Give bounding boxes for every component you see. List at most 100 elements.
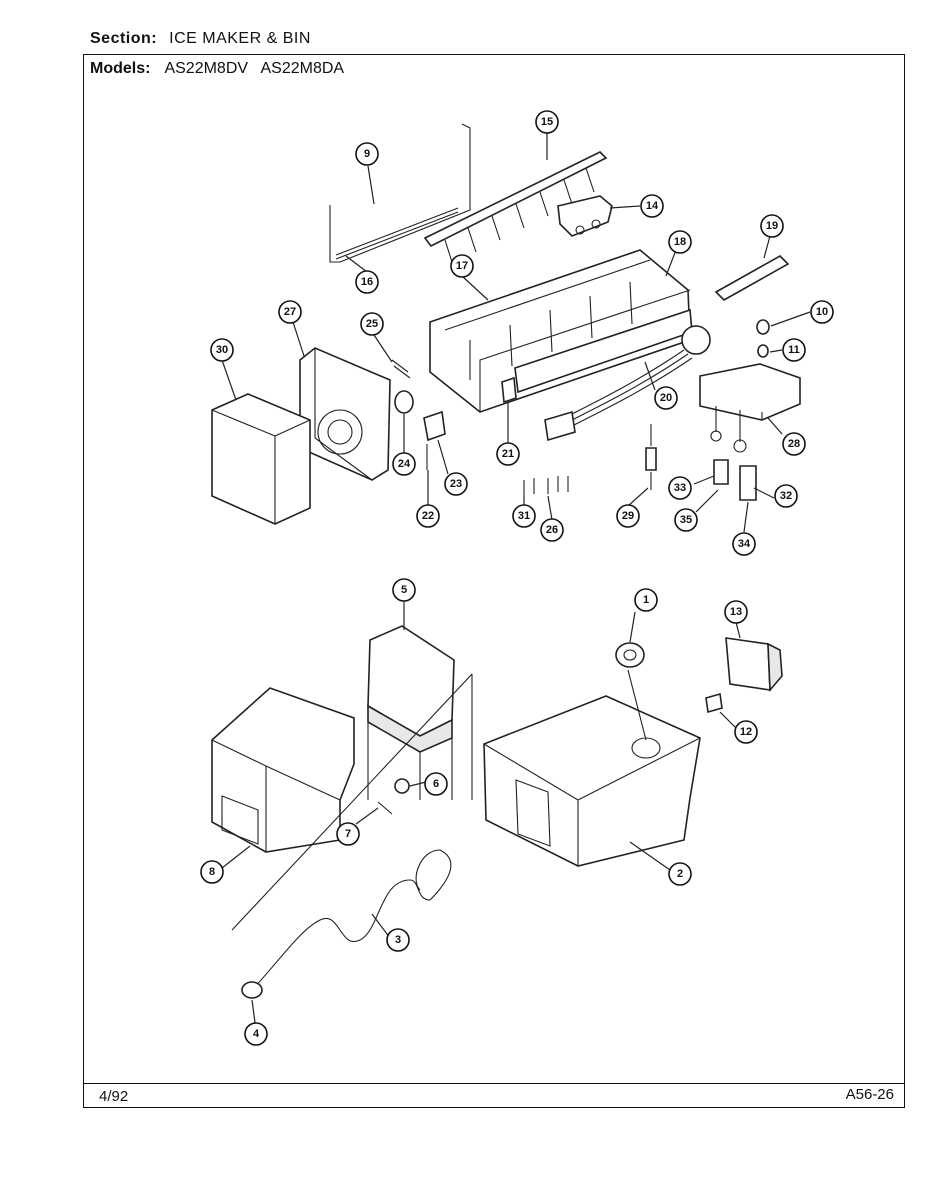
- callout-32: 32: [774, 484, 798, 508]
- svg-text:6: 6: [433, 778, 439, 790]
- svg-text:3: 3: [395, 934, 401, 946]
- svg-text:29: 29: [622, 510, 634, 522]
- svg-text:19: 19: [766, 220, 778, 232]
- callout-34: 34: [732, 532, 756, 556]
- svg-text:28: 28: [788, 438, 800, 450]
- callout-23: 23: [444, 472, 468, 496]
- callout-20: 20: [654, 386, 678, 410]
- callout-30: 30: [210, 338, 234, 362]
- callout-7: 7: [336, 822, 360, 846]
- svg-text:23: 23: [450, 478, 462, 490]
- part-screws: [523, 476, 569, 496]
- callout-26: 26: [540, 518, 564, 542]
- callout-2: 2: [668, 862, 692, 886]
- callout-28: 28: [782, 432, 806, 456]
- models-label: Models:: [90, 60, 151, 77]
- svg-text:2: 2: [677, 868, 683, 880]
- callout-4: 4: [244, 1022, 268, 1046]
- part-coupling: [645, 424, 657, 490]
- svg-text:24: 24: [398, 458, 411, 470]
- callout-10: 10: [810, 300, 834, 324]
- part-front-cover: [211, 687, 355, 853]
- section-title: Section: ICE MAKER & BIN: [90, 30, 311, 48]
- svg-text:10: 10: [816, 306, 828, 318]
- part-switch-bracket: [557, 195, 613, 237]
- svg-text:11: 11: [788, 344, 800, 356]
- models-value: AS22M8DV AS22M8DA: [164, 60, 345, 77]
- svg-text:8: 8: [209, 866, 215, 878]
- svg-text:33: 33: [674, 482, 686, 494]
- callout-5: 5: [392, 578, 416, 602]
- svg-text:4: 4: [253, 1028, 260, 1040]
- callout-31: 31: [512, 504, 536, 528]
- footer-page-code: A56-26: [845, 1086, 894, 1103]
- part-fittings: [713, 459, 757, 501]
- callout-leaders: [221, 132, 811, 1031]
- part-fill-tube: [714, 255, 790, 301]
- svg-text:25: 25: [366, 318, 378, 330]
- part-small-hardware: [391, 359, 517, 470]
- svg-text:22: 22: [422, 510, 434, 522]
- part-control-module: [725, 637, 783, 693]
- callout-29: 29: [616, 504, 640, 528]
- callout-11: 11: [782, 338, 806, 362]
- callout-1: 1: [634, 588, 658, 612]
- callout-19: 19: [760, 214, 784, 238]
- part-grommets: [756, 319, 770, 358]
- svg-text:20: 20: [660, 392, 672, 404]
- callout-18: 18: [668, 230, 692, 254]
- svg-text:31: 31: [518, 510, 530, 522]
- svg-text:1: 1: [643, 594, 649, 606]
- svg-text:17: 17: [456, 260, 468, 272]
- callout-22: 22: [416, 504, 440, 528]
- callout-21: 21: [496, 442, 520, 466]
- svg-text:16: 16: [361, 276, 373, 288]
- callout-24: 24: [392, 452, 416, 476]
- callout-13: 13: [724, 600, 748, 624]
- callout-17: 17: [450, 254, 474, 278]
- models-line: Models: AS22M8DV AS22M8DA: [90, 60, 344, 78]
- callout-6: 6: [424, 772, 448, 796]
- svg-text:35: 35: [680, 514, 692, 526]
- svg-text:12: 12: [740, 726, 752, 738]
- footer-rule: [84, 1083, 904, 1084]
- svg-text:15: 15: [541, 116, 553, 128]
- section-label: Section:: [90, 30, 158, 47]
- part-storage-bin: [483, 695, 701, 867]
- svg-text:30: 30: [216, 344, 228, 356]
- callout-16: 16: [355, 270, 379, 294]
- part-water-valve: [699, 363, 801, 453]
- callout-3: 3: [386, 928, 410, 952]
- svg-text:27: 27: [284, 306, 296, 318]
- svg-text:26: 26: [546, 524, 558, 536]
- diagram-frame: Models: AS22M8DV AS22M8DA 4/92 A56-26: [83, 54, 905, 1108]
- callout-9: 9: [355, 142, 379, 166]
- part-motor-housing: [299, 347, 391, 481]
- part-ejector: [423, 151, 608, 263]
- callout-27: 27: [278, 300, 302, 324]
- footer-date: 4/92: [99, 1088, 129, 1105]
- callout-12: 12: [734, 720, 758, 744]
- part-connector: [705, 692, 723, 714]
- part-auger: [241, 849, 452, 999]
- callout-33: 33: [668, 476, 692, 500]
- callout-25: 25: [360, 312, 384, 336]
- svg-text:18: 18: [674, 236, 686, 248]
- svg-text:14: 14: [646, 200, 659, 212]
- svg-text:21: 21: [502, 448, 514, 460]
- alignment-lines: [231, 669, 647, 931]
- svg-text:13: 13: [730, 606, 742, 618]
- callout-15: 15: [535, 110, 559, 134]
- section-value: ICE MAKER & BIN: [169, 30, 311, 47]
- callout-8: 8: [200, 860, 224, 884]
- callout-35: 35: [674, 508, 698, 532]
- svg-text:5: 5: [401, 584, 407, 596]
- part-cover: [211, 393, 311, 525]
- part-shroud: [367, 625, 455, 800]
- part-wiring-harness: [544, 325, 711, 442]
- svg-text:34: 34: [738, 538, 751, 550]
- callout-14: 14: [640, 194, 664, 218]
- part-knob: [615, 642, 645, 668]
- svg-text:9: 9: [364, 148, 370, 160]
